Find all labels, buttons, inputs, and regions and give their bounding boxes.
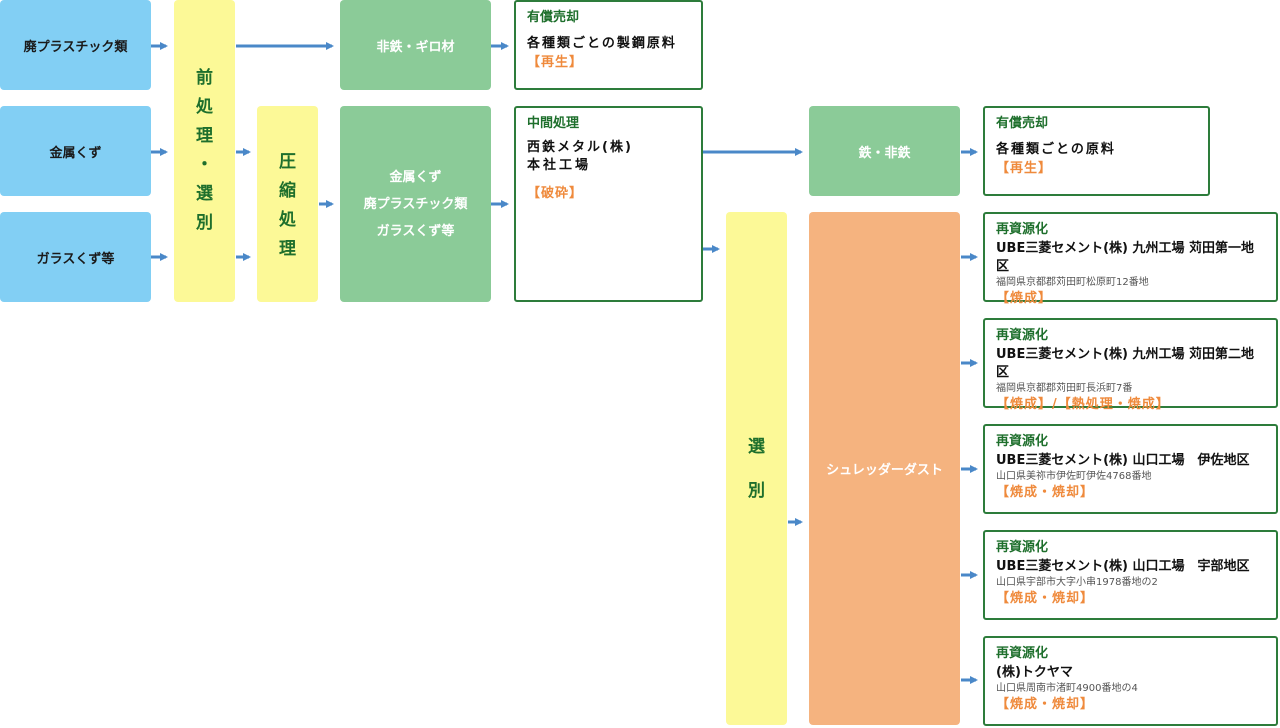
recycler-heading: 再資源化: [996, 540, 1049, 555]
company-name: 西鉄メタル(株): [527, 140, 633, 155]
intermediate-heading: 中間処理: [527, 116, 580, 131]
sale-heading: 有償売却: [996, 116, 1049, 131]
compression-char: 圧: [279, 152, 296, 172]
sale-tag: 【再生】: [996, 161, 1053, 176]
sale-box-raw-materials: 有償売却 各種類ごとの原料 【再生】: [983, 106, 1210, 196]
recycler-box: 再資源化 (株)トクヤマ 山口県周南市渚町4900番地の4 【焼成・焼却】: [983, 636, 1278, 726]
compression-char: 処: [279, 210, 296, 230]
recycler-name: UBE三菱セメント(株) 九州工場 苅田第二地区: [996, 347, 1255, 380]
recycler-heading: 再資源化: [996, 646, 1049, 661]
recycler-heading: 再資源化: [996, 328, 1049, 343]
compression-box: 圧 縮 処 理: [257, 106, 318, 302]
mixed-materials-box: 金属くず 廃プラスチック類 ガラスくず等: [340, 106, 491, 302]
pretreatment-char: 前: [196, 68, 213, 88]
recycler-box: 再資源化 UBE三菱セメント(株) 九州工場 苅田第二地区 福岡県京都郡苅田町長…: [983, 318, 1278, 412]
pretreatment-char: 別: [196, 213, 213, 233]
sale-heading: 有償売却: [527, 10, 580, 25]
sale-description: 各種類ごとの原料: [996, 142, 1116, 157]
recycler-tag: 【焼成・焼却】: [996, 591, 1095, 606]
material-label: 金属くず: [389, 169, 442, 185]
pretreatment-char: 処: [196, 97, 213, 117]
shredder-dust-box: シュレッダーダスト: [809, 212, 960, 725]
recycler-name: UBE三菱セメント(株) 九州工場 苅田第一地区: [996, 241, 1255, 274]
recycler-tag: 【焼成・焼却】: [996, 485, 1095, 500]
sale-box-steel: 有償売却 各種類ごとの製鋼原料 【再生】: [514, 0, 703, 90]
source-waste-plastics: 廃プラスチック類: [0, 0, 151, 90]
recycler-heading: 再資源化: [996, 434, 1049, 449]
recycler-address: 山口県周南市渚町4900番地の4: [996, 683, 1138, 694]
recycler-heading: 再資源化: [996, 222, 1049, 237]
recycler-tag: 【焼成・焼却】: [996, 697, 1095, 712]
recycler-name: UBE三菱セメント(株) 山口工場 伊佐地区: [996, 453, 1250, 468]
recycler-address: 福岡県京都郡苅田町松原町12番地: [996, 277, 1149, 288]
recycler-address: 山口県宇部市大字小串1978番地の2: [996, 577, 1158, 588]
recycler-box: 再資源化 UBE三菱セメント(株) 九州工場 苅田第一地区 福岡県京都郡苅田町松…: [983, 212, 1278, 306]
pretreatment-char: ・: [196, 155, 213, 175]
intermediate-processing-box: 中間処理 西鉄メタル(株) 本社工場 【破砕】: [514, 106, 703, 302]
source-glass-scrap: ガラスくず等: [0, 212, 151, 302]
material-label: 廃プラスチック類: [363, 196, 468, 212]
recycler-address: 山口県美祢市伊佐町伊佐4768番地: [996, 471, 1152, 482]
recycler-name: UBE三菱セメント(株) 山口工場 宇部地区: [996, 559, 1250, 574]
material-label: ガラスくず等: [376, 223, 455, 239]
recycler-address: 福岡県京都郡苅田町長浜町7番: [996, 383, 1133, 394]
recycler-tag: 【焼成】: [996, 291, 1053, 306]
plant-name: 本社工場: [527, 158, 592, 173]
nonferrous-scrap-box: 非鉄・ギロ材: [340, 0, 491, 90]
pretreatment-sorting-box: 前 処 理 ・ 選 別: [174, 0, 235, 302]
pretreatment-char: 選: [196, 184, 213, 204]
compression-char: 理: [279, 239, 296, 259]
recycler-name: (株)トクヤマ: [996, 665, 1073, 680]
recycler-box: 再資源化 UBE三菱セメント(株) 山口工場 宇部地区 山口県宇部市大字小串19…: [983, 530, 1278, 620]
source-metal-scrap: 金属くず: [0, 106, 151, 196]
sale-tag: 【再生】: [527, 55, 584, 70]
sale-description: 各種類ごとの製鋼原料: [527, 36, 677, 51]
sorting-char: 別: [748, 480, 765, 501]
recycler-tag: 【焼成】/【熱処理・焼成】: [996, 397, 1170, 412]
recycler-box: 再資源化 UBE三菱セメント(株) 山口工場 伊佐地区 山口県美祢市伊佐町伊佐4…: [983, 424, 1278, 514]
compression-char: 縮: [279, 181, 296, 201]
ferrous-nonferrous-box: 鉄・非鉄: [809, 106, 960, 196]
sorting-char: 選: [748, 436, 765, 457]
sorting-box: 選 別: [726, 212, 787, 725]
pretreatment-char: 理: [196, 126, 213, 146]
intermediate-tag: 【破砕】: [527, 186, 584, 201]
